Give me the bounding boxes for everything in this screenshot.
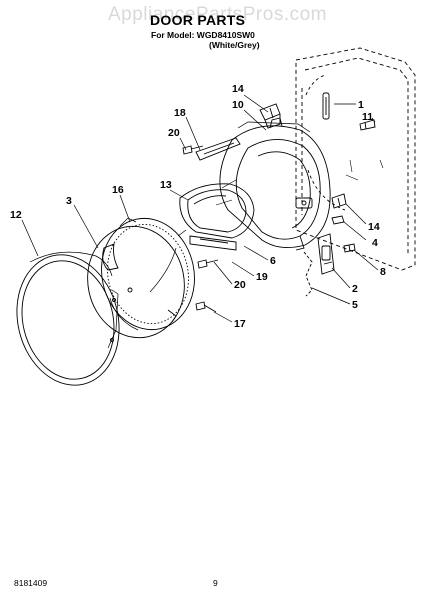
part-4-clip [331, 215, 345, 225]
part-14-hinge-upper [259, 103, 281, 129]
callout-6: 6 [270, 255, 276, 267]
part-19-lower-retainer [189, 235, 237, 251]
callout-11: 11 [362, 111, 373, 123]
part-3-outer-window [87, 225, 185, 339]
callout-20-upper: 20 [168, 127, 180, 139]
callout-10: 10 [232, 99, 244, 111]
callout-12: 12 [10, 209, 22, 221]
part-11-screw [359, 119, 376, 131]
page-title: DOOR PARTS [150, 12, 246, 28]
page-number: 9 [213, 578, 218, 588]
callout-1: 1 [358, 99, 364, 111]
part-20-screw-upper [182, 145, 204, 155]
watermark-text: AppliancePartsPros.com [107, 4, 328, 25]
callout-2: 2 [352, 283, 358, 295]
callout-19: 19 [256, 271, 268, 283]
callout-4: 4 [372, 237, 378, 249]
part-12-outer-door [16, 251, 120, 386]
part-1-door-strike [322, 92, 330, 120]
callout-3: 3 [66, 195, 72, 207]
part-2-door-latch [317, 233, 335, 275]
callout-5: 5 [352, 299, 358, 311]
leader-lines [21, 94, 379, 323]
model-line: For Model: WGD8410SW0 [151, 30, 255, 40]
doc-number: 8181409 [14, 578, 48, 588]
callout-17: 17 [234, 318, 246, 330]
part-16-gasket-ring [101, 217, 195, 331]
part-17-screw [195, 301, 217, 313]
part-5-latch-bracket [303, 251, 313, 297]
color-line: (White/Grey) [209, 40, 260, 50]
part-8-screw [343, 243, 356, 253]
callout-14-right: 14 [368, 221, 380, 233]
callout-13: 13 [160, 179, 172, 191]
part-13-inner-window [179, 183, 255, 239]
callout-18: 18 [174, 107, 186, 119]
callout-8: 8 [380, 266, 386, 278]
callout-14-upper: 14 [232, 83, 244, 95]
callout-20-lower: 20 [234, 279, 246, 291]
part-18-liner-strip [195, 137, 241, 161]
part-14-hinge-right [331, 193, 347, 209]
inner-door-assembly [215, 117, 331, 251]
cabinet-front-panel [295, 47, 416, 271]
part-20-screw-lower [197, 259, 219, 269]
callout-16: 16 [112, 184, 124, 196]
